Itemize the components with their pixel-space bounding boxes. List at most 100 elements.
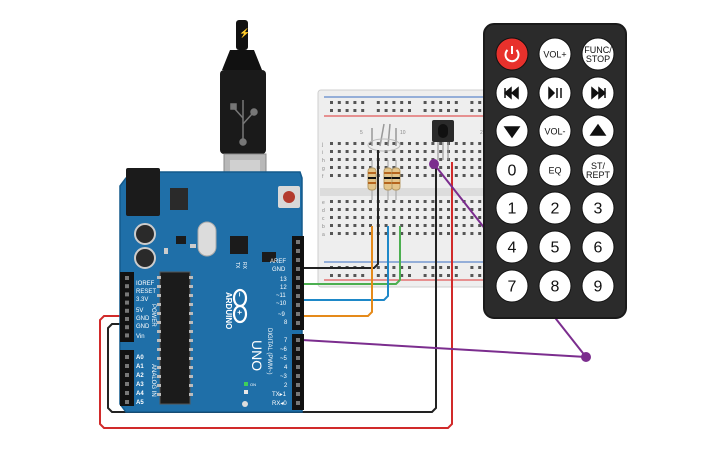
breadboard-hole [353,142,357,145]
remote-key[interactable]: 7 [495,269,529,303]
rail-hole [478,101,482,104]
remote-key-face[interactable] [581,230,615,264]
remote-key[interactable] [495,114,529,148]
breadboard-hole [470,216,474,219]
rail-hole [478,109,482,112]
remote-key-face[interactable] [538,230,572,264]
rail-hole [408,266,411,269]
breadboard-hole [447,232,450,235]
remote-key-face[interactable] [581,153,615,187]
remote-key-face[interactable] [495,191,529,225]
analog-header [120,350,134,406]
breadboard-hole [415,166,419,169]
remote-key[interactable]: 4 [495,230,529,264]
rail-hole [337,109,341,112]
rail-hole [353,274,357,277]
remote-key[interactable]: 5 [538,230,572,264]
breadboard-hole [392,216,396,219]
breadboard-hole [353,150,357,153]
remote-key-face[interactable] [581,269,615,303]
remote-key-face[interactable] [495,269,529,303]
wire-gnd-black [107,162,437,413]
remote-key[interactable]: FUNC/STOP [581,37,615,71]
chip-pin [189,384,193,387]
breadboard-hole [423,232,427,235]
breadboard-hole [454,208,458,211]
remote-key-face[interactable] [538,114,572,148]
chip-pin [189,276,193,279]
breadboard-hole [384,224,388,227]
remote-key-label: VOL+ [543,50,566,60]
breadboard-hole [478,142,482,145]
rail-hole [470,266,474,269]
remote-key-face[interactable] [538,191,572,225]
remote-key[interactable]: ST/REPT [581,153,615,187]
breadboard-hole [345,166,349,169]
remote-key[interactable] [581,76,615,110]
rail-hole [470,274,474,277]
breadboard-hole [431,174,435,177]
rail-hole [392,266,396,269]
breadboard-hole [439,142,443,145]
usb-chip [230,236,248,254]
breadboard-hole [353,224,357,227]
rail-hole [408,109,411,112]
remote-key-face[interactable] [538,37,572,71]
remote-key[interactable]: 9 [581,269,615,303]
breadboard-hole [408,158,411,161]
pin-label-aref: AREF [270,259,286,265]
breadboard-hole [337,166,341,169]
breadboard-hole [454,224,458,227]
remote-key-face[interactable] [495,153,529,187]
breadboard-hole [330,158,333,161]
remote-key[interactable]: VOL- [538,114,572,148]
breadboard-hole [353,166,357,169]
remote-key[interactable]: EQ [538,153,572,187]
breadboard-hole [478,224,482,227]
breadboard-hole [470,200,474,203]
breadboard-hole [408,142,411,145]
breadboard-hole [392,166,396,169]
remote-key[interactable]: 3 [581,191,615,225]
pin-label-a4: A4 [136,391,144,397]
remote-key[interactable]: 1 [495,191,529,225]
rail-hole [330,274,333,277]
breadboard-hole [392,232,396,235]
remote-key[interactable]: 6 [581,230,615,264]
row-letter-e: e [322,200,325,206]
remote-key[interactable] [495,76,529,110]
remote-key[interactable] [538,76,572,110]
chip-pin [189,366,193,369]
remote-key-face[interactable] [538,269,572,303]
remote-key-label: VOL- [544,127,565,137]
rail-hole [439,274,443,277]
breadboard-hole [337,200,341,203]
remote-key-face[interactable] [581,191,615,225]
wire-gnd-top-black [302,150,379,269]
pin-label-ioref: IOREF [136,281,155,287]
breadboard-hole [369,150,372,153]
remote-key-face[interactable] [495,230,529,264]
remote-key[interactable]: 8 [538,269,572,303]
remote-key-face[interactable] [581,37,615,71]
breadboard-hole [478,150,482,153]
remote-key[interactable]: VOL+ [538,37,572,71]
breadboard-hole [454,232,458,235]
remote-key[interactable] [581,114,615,148]
breadboard-hole [454,158,458,161]
breadboard-hole [361,150,365,153]
breadboard-hole [392,150,396,153]
remote-key[interactable]: 2 [538,191,572,225]
chip-pin [157,384,161,387]
breadboard-hole [447,174,450,177]
breadboard-hole [330,216,333,219]
remote-key[interactable] [495,37,529,71]
remote-key-face[interactable] [538,153,572,187]
remote-key[interactable]: 0 [495,153,529,187]
reset-button[interactable] [283,191,295,203]
rail-hole [376,274,380,277]
header-hole [296,347,300,351]
pin-label-2: 2 [284,383,288,389]
rail-hole [353,109,357,112]
breadboard-hole [431,200,435,203]
